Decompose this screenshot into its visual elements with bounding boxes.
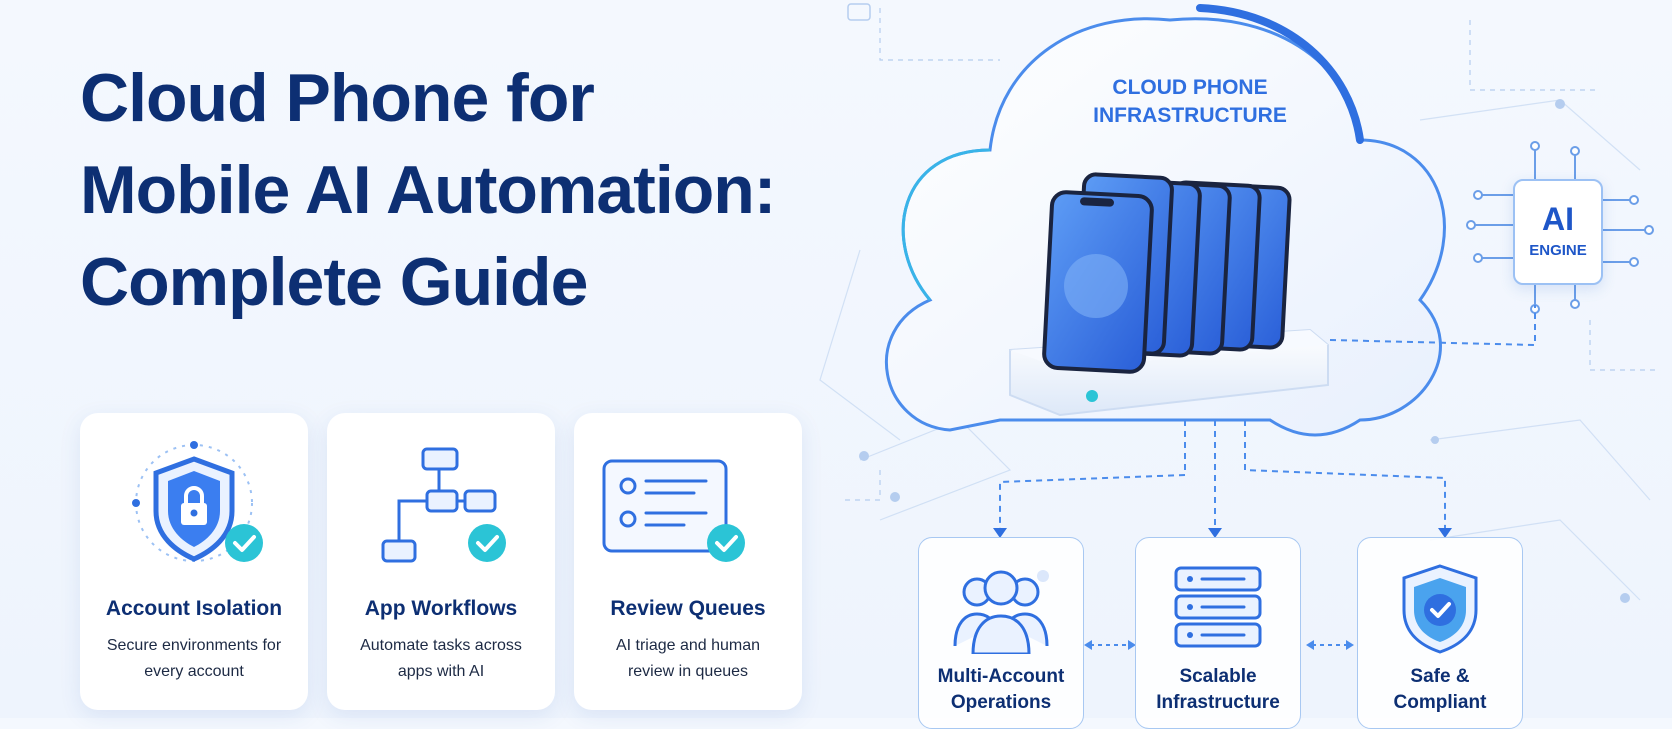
title-line-2: Mobile AI Automation:	[80, 152, 776, 228]
title-line-3: Complete Guide	[80, 244, 588, 320]
card-title: Account Isolation	[105, 597, 283, 620]
title-line-1: Cloud Phone for	[80, 60, 595, 136]
card-desc-line: apps with AI	[397, 663, 485, 680]
card-desc-line: every account	[144, 663, 244, 680]
cloud-label: CLOUD PHONE INFRASTRUCTURE	[1040, 74, 1340, 130]
feature-title-line: Scalable	[1179, 666, 1257, 687]
card-desc-line: review in queues	[627, 663, 749, 680]
feature-safe-compliant: Safe & Compliant	[1357, 537, 1523, 729]
shield-check-icon	[1390, 564, 1490, 654]
ai-engine-small: ENGINE	[1529, 242, 1587, 259]
feature-title: Multi-Account Operations	[919, 664, 1083, 716]
feature-title-line: Multi-Account	[937, 666, 1065, 687]
card-account-isolation: Account Isolation Secure environments fo…	[80, 413, 308, 710]
card-desc-line: AI triage and human	[615, 637, 761, 654]
card-app-workflows: App Workflows Automate tasks across apps…	[327, 413, 555, 710]
feature-multi-account: Multi-Account Operations	[918, 537, 1084, 729]
card-review-queues: Review Queues AI triage and human review…	[574, 413, 802, 710]
workflow-icon	[351, 441, 531, 571]
ai-engine-big: AI	[1542, 201, 1574, 237]
card-desc-line: Automate tasks across	[360, 637, 522, 654]
card-description: AI triage and human review in queues	[594, 633, 782, 685]
feature-title-line: Operations	[950, 692, 1052, 713]
card-title: App Workflows	[364, 597, 518, 620]
feature-title-line: Compliant	[1393, 692, 1487, 713]
card-description: Secure environments for every account	[100, 633, 288, 685]
page-title: Cloud Phone for Mobile AI Automation: Co…	[80, 52, 776, 328]
feature-scalable-infrastructure: Scalable Infrastructure	[1135, 537, 1301, 729]
ai-engine-chip: AI ENGINE	[1513, 179, 1603, 285]
feature-title-line: Infrastructure	[1156, 692, 1280, 713]
feature-title-line: Safe &	[1410, 666, 1470, 687]
card-title: Review Queues	[610, 597, 766, 620]
cloud-label-line: INFRASTRUCTURE	[1093, 104, 1287, 127]
cloud-label-line: CLOUD PHONE	[1112, 76, 1268, 99]
review-queue-icon	[598, 441, 778, 571]
feature-title: Scalable Infrastructure	[1136, 664, 1300, 716]
card-desc-line: Secure environments for	[106, 637, 282, 654]
feature-title: Safe & Compliant	[1358, 664, 1522, 716]
card-description: Automate tasks across apps with AI	[347, 633, 535, 685]
users-icon	[951, 564, 1051, 656]
server-icon	[1168, 564, 1268, 654]
shield-lock-icon	[104, 441, 284, 571]
